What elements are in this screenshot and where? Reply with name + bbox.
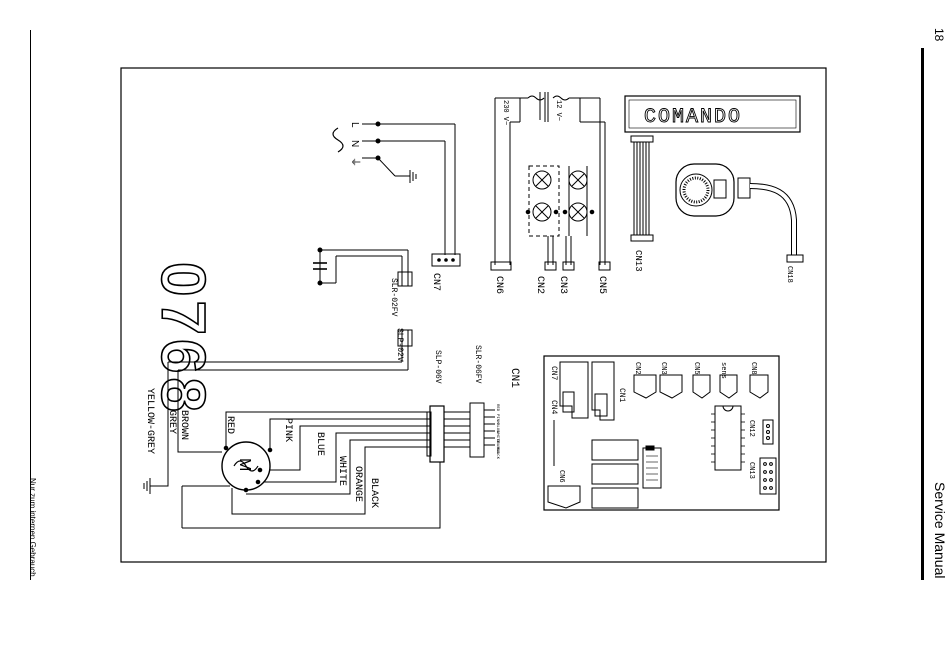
model-code: 0768 [148, 262, 217, 416]
svg-text:BROWN: BROWN [178, 410, 189, 440]
svg-text:SLP-02V: SLP-02V [395, 328, 404, 362]
svg-text:CN13: CN13 [747, 462, 755, 479]
svg-text:WHITE: WHITE [336, 456, 347, 486]
svg-text:CN6: CN6 [493, 276, 504, 294]
svg-text:BLUE: BLUE [314, 432, 325, 456]
capacitor: SLR-02FV [313, 248, 412, 317]
svg-text:CN7: CN7 [549, 366, 558, 381]
svg-text:CN12: CN12 [747, 420, 755, 437]
svg-text:sens: sens [719, 362, 727, 379]
svg-text:CN18: CN18 [785, 266, 793, 283]
svg-text:CN4: CN4 [549, 400, 558, 415]
svg-text:230 V~: 230 V~ [501, 100, 509, 125]
ribbon-cable-cn13: CN13 [631, 136, 653, 272]
svg-text:CN2: CN2 [534, 276, 545, 294]
svg-text:PINK: PINK [282, 418, 293, 442]
svg-text:CN8: CN8 [749, 362, 757, 375]
svg-text:CN5: CN5 [692, 362, 700, 375]
svg-text:12 V~: 12 V~ [554, 100, 562, 121]
sensor-cn18: CN18 [676, 164, 803, 283]
svg-text:RED: RED [495, 404, 499, 412]
svg-text:BLACK: BLACK [368, 478, 379, 508]
svg-text:YELLOW-GREY: YELLOW-GREY [144, 388, 155, 454]
comando-display: COMANDO [625, 96, 800, 132]
svg-text:CN1: CN1 [617, 388, 626, 403]
svg-text:CN2: CN2 [633, 362, 641, 375]
svg-text:COMANDO: COMANDO [644, 106, 742, 129]
svg-text:CN13: CN13 [633, 250, 643, 272]
svg-text:M: M [236, 458, 253, 471]
svg-text:SLR-06FV: SLR-06FV [473, 345, 482, 384]
cn7-top-connector: CN7 [430, 254, 460, 291]
svg-text:CN3: CN3 [659, 362, 667, 375]
svg-text:L: L [349, 122, 360, 128]
plug-6pin: SLP-06V SLR-06FV CN1 RED PINK BLUE WHIT [427, 345, 520, 462]
svg-text:RED: RED [224, 416, 235, 434]
svg-text:CN1: CN1 [508, 368, 520, 388]
svg-text:N: N [349, 140, 360, 147]
power-inlet: L N ⏚ [333, 122, 455, 255]
svg-text:BLACK: BLACK [495, 447, 499, 460]
svg-text:SLP-06V: SLP-06V [433, 350, 442, 384]
svg-text:CN7: CN7 [430, 273, 441, 291]
svg-text:CN6: CN6 [557, 470, 565, 483]
connector-row: CN6 CN2 CN3 CN5 [491, 262, 610, 294]
svg-text:SLR-02FV: SLR-02FV [389, 278, 398, 317]
svg-text:0768: 0768 [148, 262, 217, 416]
diagram-frame [121, 68, 826, 562]
control-board: CN7 CN4 CN1 CN2 CN3 CN5 sens CN8 [544, 356, 779, 510]
svg-text:GREY: GREY [166, 410, 177, 434]
svg-text:ORANGE: ORANGE [352, 466, 363, 502]
transformer: 230 V~ 12 V~ [495, 92, 605, 265]
svg-text:CN5: CN5 [596, 276, 607, 294]
svg-text:⏚: ⏚ [349, 157, 361, 167]
lamp-group [526, 166, 594, 265]
svg-text:CN3: CN3 [557, 276, 568, 294]
